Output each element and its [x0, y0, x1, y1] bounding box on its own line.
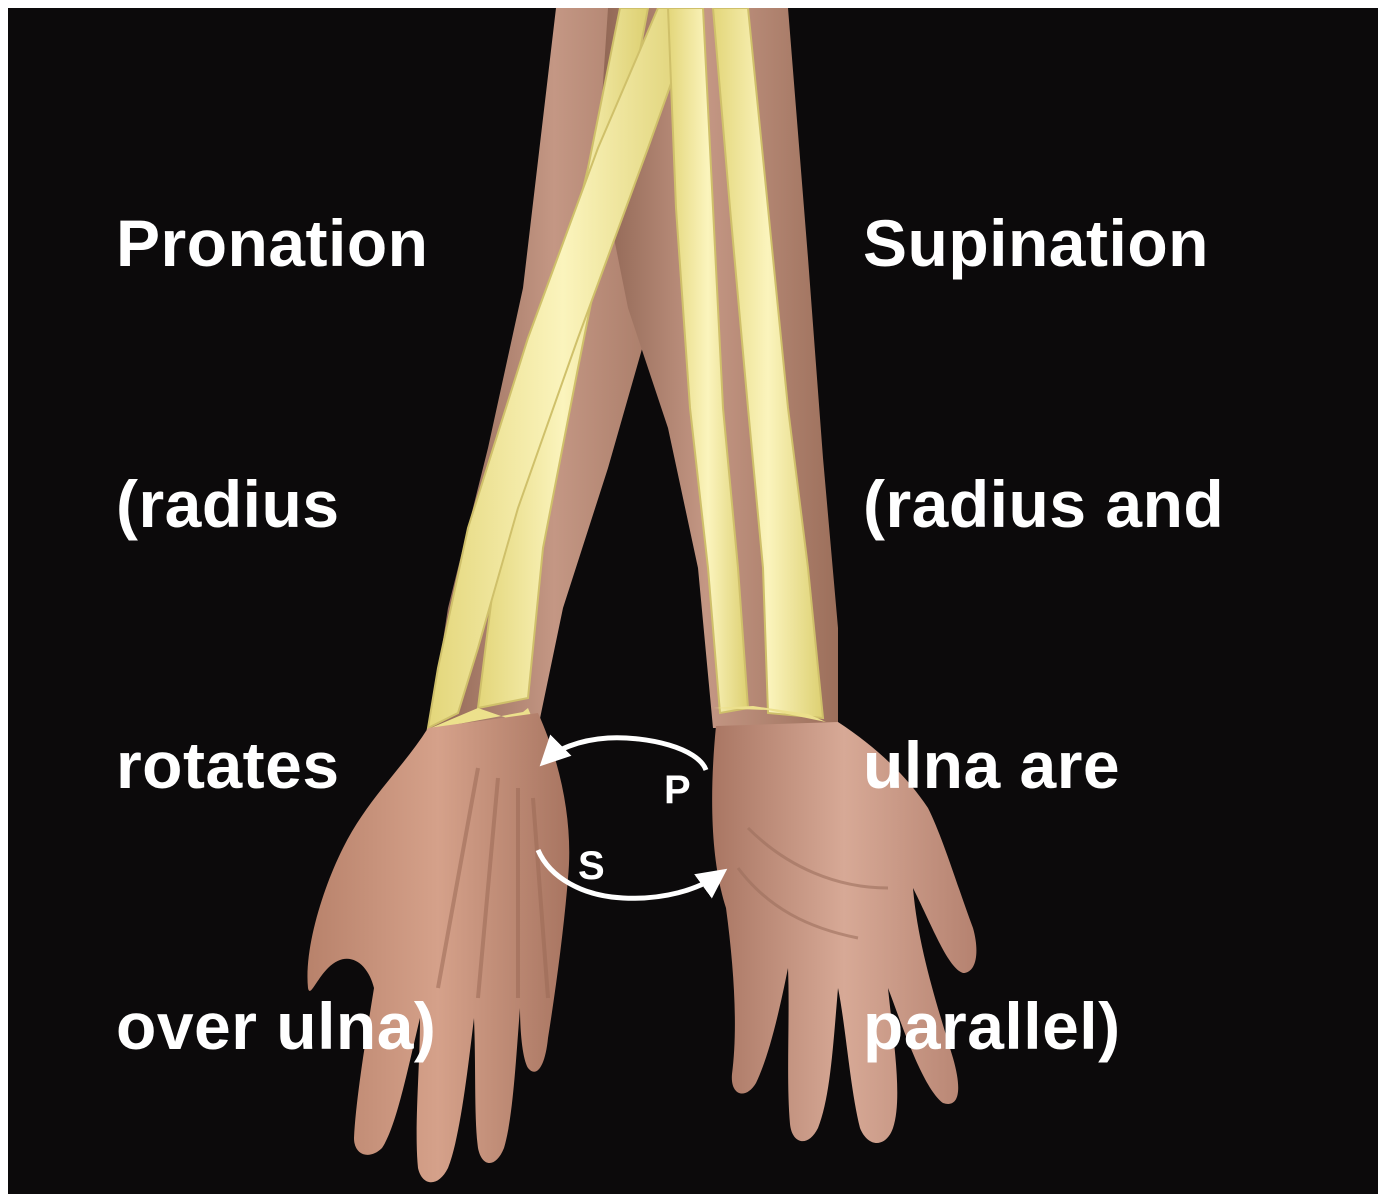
pronation-arrow: [539, 734, 709, 772]
diagram-canvas: Pronation (radius rotates over ulna) Sup…: [8, 8, 1378, 1194]
pronation-caption-line: rotates: [116, 728, 340, 802]
supination-arrow: [535, 848, 728, 901]
forearm-illustration: [307, 8, 977, 1183]
supination-distal-end: [713, 706, 826, 722]
supination-radius-bone: [711, 8, 825, 720]
hands: [307, 713, 977, 1183]
left-hand: [307, 713, 570, 1183]
pronation-caption-line: (radius: [116, 467, 340, 541]
supination-caption-line: Supination: [863, 206, 1209, 280]
pronation-caption-line: over ulna): [116, 989, 437, 1063]
bones: [426, 8, 826, 730]
supination-caption-line: parallel): [863, 989, 1121, 1063]
pronation-distal-end: [426, 708, 536, 730]
right-hand: [712, 722, 977, 1143]
rotation-arrows: [535, 734, 728, 901]
pronation-caption: Pronation (radius rotates over ulna): [116, 26, 436, 1194]
pronation-arrow-label: P: [664, 768, 691, 812]
pronation-radius-bone: [426, 8, 700, 730]
pronation-caption-line: Pronation: [116, 206, 429, 280]
right-palm-creases: [736, 826, 889, 940]
supination-caption-line: ulna are: [863, 728, 1121, 802]
supination-caption-line: (radius and: [863, 467, 1225, 541]
supination-caption: Supination (radius and ulna are parallel…: [863, 26, 1224, 1194]
left-hand-tendons: [436, 767, 550, 999]
supination-arrow-label: S: [578, 844, 605, 888]
